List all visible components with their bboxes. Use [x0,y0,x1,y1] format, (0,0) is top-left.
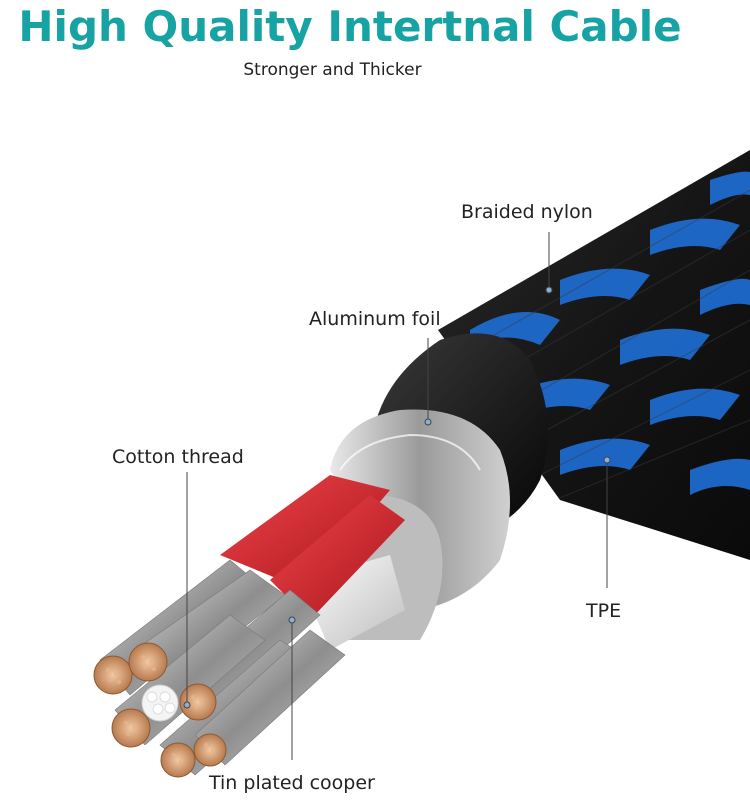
label-cotton-thread: Cotton thread [112,446,244,468]
copper-conductor-ends [93,642,227,778]
red-insulated-wires [220,475,405,620]
cotton-thread-core [141,684,179,722]
copper-strand-texture [106,655,215,763]
leader-lines [183,232,611,760]
label-tpe: TPE [586,600,622,622]
page-title: High Quality Intertnal Cable [18,2,682,51]
label-aluminum-foil: Aluminum foil [309,308,441,330]
label-braided-nylon: Braided nylon [461,201,593,223]
page-subtitle: Stronger and Thicker [243,60,422,80]
label-tin-plated-copper: Tin plated cooper [209,772,375,794]
